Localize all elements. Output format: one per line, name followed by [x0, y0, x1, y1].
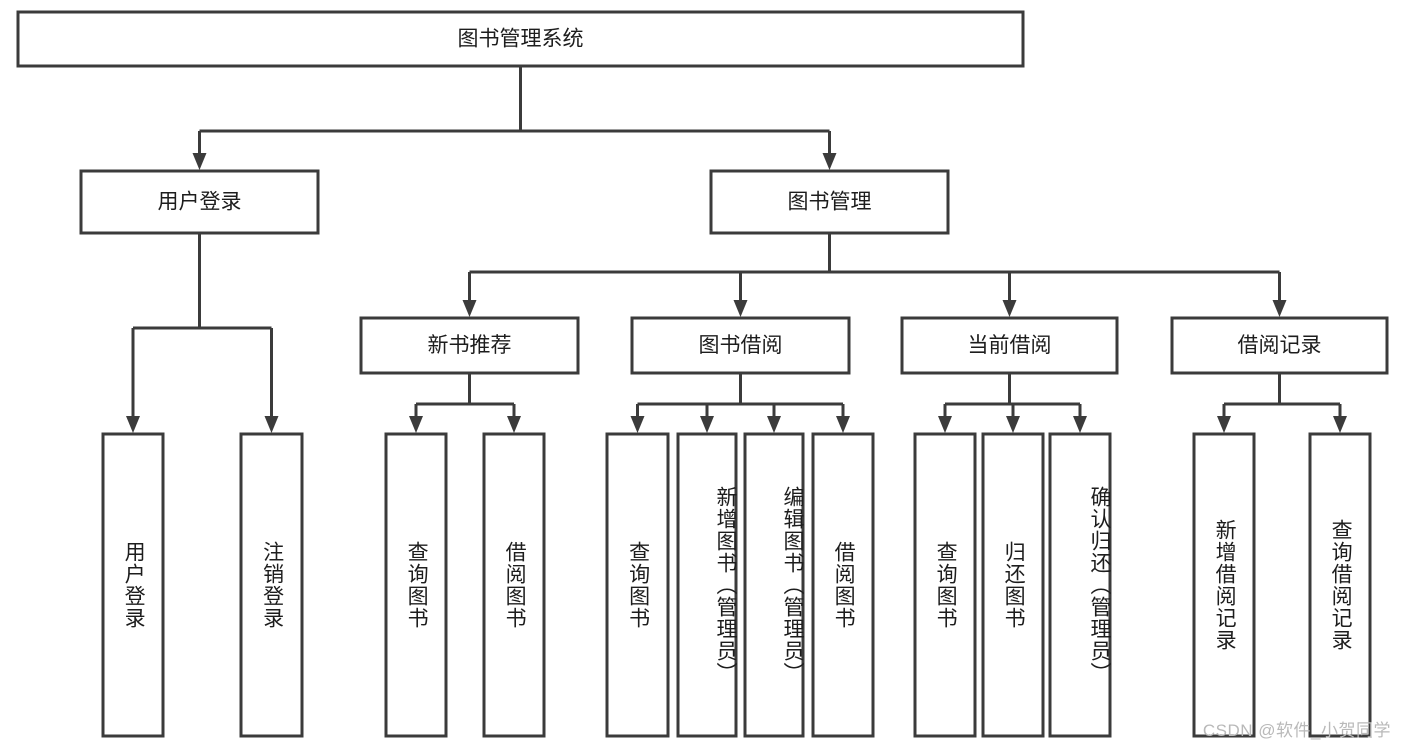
node-level3[interactable]: [630, 316, 851, 375]
node-level3[interactable]: [359, 316, 580, 375]
node-level2[interactable]: [79, 169, 320, 235]
node-leaf[interactable]: [676, 432, 738, 738]
connector-layer: [126, 66, 1347, 433]
arrow-head-icon: [822, 153, 837, 170]
arrow-head-icon: [700, 416, 714, 433]
node-label: 借阅记录: [1238, 334, 1322, 357]
node-leaf[interactable]: [913, 432, 977, 738]
node-leaf[interactable]: [811, 432, 875, 738]
node-level2[interactable]: [709, 169, 950, 235]
box-layer: [16, 10, 1389, 738]
node-leaf[interactable]: [239, 432, 304, 738]
arrow-head-icon: [630, 416, 645, 433]
arrow-head-icon: [126, 416, 140, 433]
arrow-head-icon: [767, 416, 781, 433]
node-label: 图书管理: [788, 191, 872, 214]
arrow-head-icon: [1006, 416, 1020, 433]
arrow-head-icon: [1333, 416, 1347, 433]
arrow-head-icon: [1073, 416, 1087, 433]
node-level3[interactable]: [900, 316, 1119, 375]
watermark-text: CSDN @软件_小贺同学: [1202, 721, 1391, 740]
node-leaf[interactable]: [101, 432, 165, 738]
arrow-head-icon: [462, 300, 477, 317]
node-label: 图书管理系统: [458, 28, 584, 51]
node-leaf[interactable]: [1048, 432, 1112, 738]
node-label: 用户登录: [158, 191, 242, 214]
node-leaf[interactable]: [981, 432, 1045, 738]
arrow-head-icon: [1002, 300, 1017, 317]
node-leaf[interactable]: [1192, 432, 1256, 738]
arrow-head-icon: [733, 300, 748, 317]
arrow-head-icon: [264, 416, 279, 433]
arrow-head-icon: [938, 416, 952, 433]
arrow-head-icon: [1217, 416, 1231, 433]
node-level3[interactable]: [1170, 316, 1389, 375]
node-label: 当前借阅: [968, 334, 1052, 357]
arrow-head-icon: [192, 153, 207, 170]
arrow-head-icon: [836, 416, 850, 433]
node-leaf[interactable]: [384, 432, 448, 738]
node-leaf[interactable]: [743, 432, 805, 738]
node-leaf[interactable]: [605, 432, 670, 738]
node-label: 图书借阅: [699, 334, 783, 357]
arrow-head-icon: [1272, 300, 1287, 317]
node-root[interactable]: [16, 10, 1025, 68]
arrow-head-icon: [409, 416, 423, 433]
node-leaf[interactable]: [1308, 432, 1372, 738]
arrow-head-icon: [507, 416, 521, 433]
node-label: 新书推荐: [428, 334, 512, 357]
node-leaf[interactable]: [482, 432, 546, 738]
